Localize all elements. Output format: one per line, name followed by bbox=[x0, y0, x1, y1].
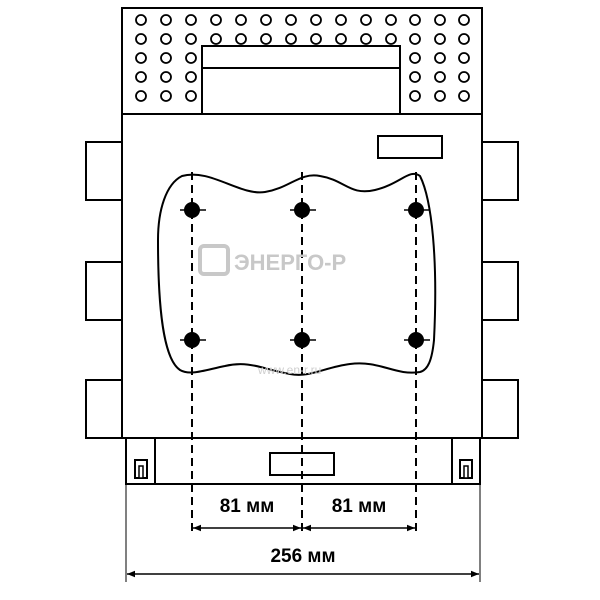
vent-hole bbox=[135, 33, 147, 45]
vent-hole bbox=[434, 52, 446, 64]
vent-hole bbox=[360, 14, 372, 26]
vent-hole bbox=[285, 33, 297, 45]
vent-hole bbox=[310, 14, 322, 26]
left-tab-middle bbox=[85, 261, 123, 321]
vent-hole bbox=[160, 90, 172, 102]
vent-hole bbox=[434, 33, 446, 45]
vent-hole bbox=[385, 33, 397, 45]
vent-hole bbox=[210, 14, 222, 26]
vent-hole bbox=[335, 14, 347, 26]
vent-hole bbox=[285, 14, 297, 26]
vent-hole bbox=[160, 71, 172, 83]
vent-hole bbox=[385, 14, 397, 26]
vent-hole bbox=[409, 52, 421, 64]
mounting-hole-bottom-middle bbox=[294, 332, 310, 348]
vent-hole bbox=[235, 33, 247, 45]
vent-hole bbox=[185, 52, 197, 64]
watermark-logo-icon bbox=[198, 244, 230, 276]
vent-hole bbox=[409, 71, 421, 83]
vent-hole bbox=[185, 33, 197, 45]
dimension-label-right-pitch: 81 мм bbox=[332, 496, 387, 517]
vent-hole bbox=[360, 33, 372, 45]
watermark-brand: ЭНЕРГО-Р bbox=[234, 250, 346, 275]
left-latch-inner bbox=[138, 465, 144, 479]
vent-hole bbox=[260, 33, 272, 45]
vent-hole bbox=[160, 14, 172, 26]
mounting-hole-top-left bbox=[184, 202, 200, 218]
right-tab-bottom bbox=[481, 379, 519, 439]
vent-hole bbox=[458, 52, 470, 64]
right-tab-middle bbox=[481, 261, 519, 321]
mounting-plate-outline bbox=[156, 172, 437, 376]
ventilation-holes bbox=[135, 14, 470, 102]
vent-hole bbox=[135, 71, 147, 83]
vent-hole bbox=[185, 71, 197, 83]
watermark-url: www.en-r.ru bbox=[257, 363, 321, 377]
indicator-slot bbox=[377, 135, 443, 159]
vent-hole bbox=[210, 33, 222, 45]
left-tab-bottom bbox=[85, 379, 123, 439]
dimension-label-overall: 256 мм bbox=[270, 546, 335, 567]
vent-hole bbox=[458, 90, 470, 102]
mounting-hole-bottom-left bbox=[184, 332, 200, 348]
vent-hole bbox=[458, 33, 470, 45]
mounting-hole-top-right bbox=[408, 202, 424, 218]
vent-hole bbox=[160, 52, 172, 64]
mounting-hole-bottom-right bbox=[408, 332, 424, 348]
vent-hole bbox=[434, 14, 446, 26]
vent-hole bbox=[310, 33, 322, 45]
top-window-outer bbox=[201, 45, 401, 115]
vent-hole bbox=[135, 52, 147, 64]
watermark: ЭНЕРГО-Р www.en-r.ru bbox=[198, 244, 346, 377]
vent-hole bbox=[458, 71, 470, 83]
dimension-label-left-pitch: 81 мм bbox=[220, 496, 275, 517]
vent-hole bbox=[160, 33, 172, 45]
vent-hole bbox=[409, 33, 421, 45]
vent-hole bbox=[185, 90, 197, 102]
vent-hole bbox=[409, 90, 421, 102]
vent-hole bbox=[260, 14, 272, 26]
left-tab-top bbox=[85, 141, 123, 201]
vent-hole bbox=[458, 14, 470, 26]
vent-hole bbox=[235, 14, 247, 26]
vent-hole bbox=[434, 71, 446, 83]
vent-hole bbox=[434, 90, 446, 102]
right-tab-top bbox=[481, 141, 519, 201]
vent-hole bbox=[335, 33, 347, 45]
vent-hole bbox=[185, 14, 197, 26]
right-latch-inner bbox=[463, 465, 469, 479]
vent-hole bbox=[135, 14, 147, 26]
mounting-hole-top-middle bbox=[294, 202, 310, 218]
vent-hole bbox=[135, 90, 147, 102]
vent-hole bbox=[409, 14, 421, 26]
